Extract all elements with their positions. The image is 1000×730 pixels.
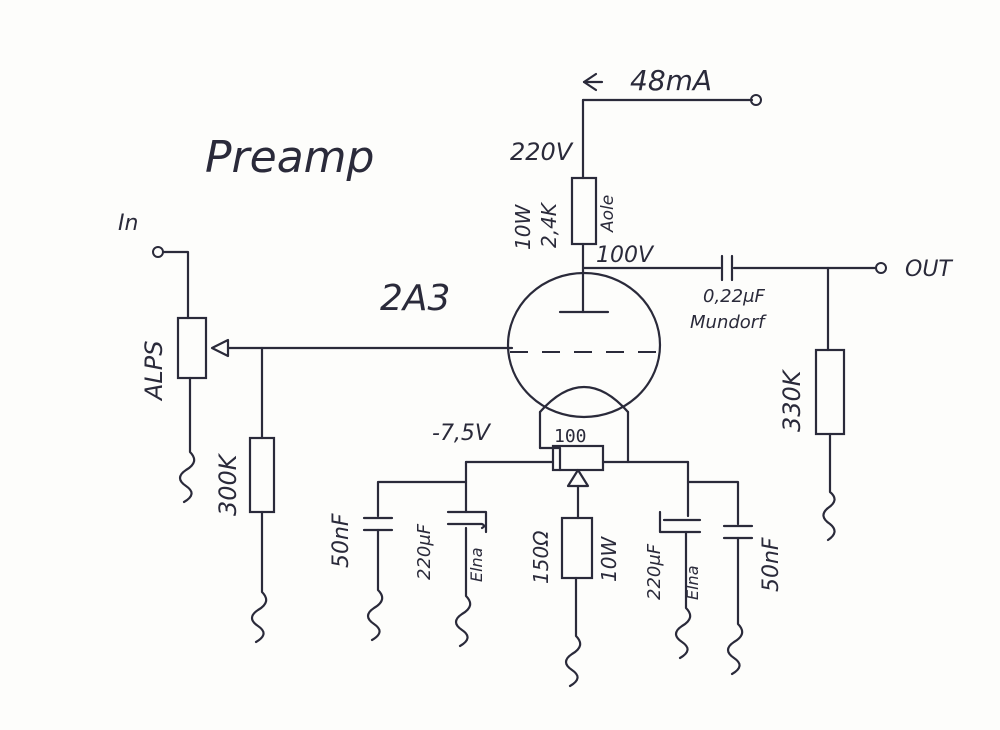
left-cap-branch-wire (376, 460, 468, 518)
right-film-capacitor (722, 524, 754, 540)
plate-res-brand-label: Aole (598, 195, 618, 233)
cap-left-film-label: 50nF (329, 513, 354, 568)
cap-right-film-label: 50nF (759, 537, 784, 592)
right-film-ground (726, 536, 744, 676)
plate-res-value-label: 2,4K (537, 201, 561, 248)
tube-label: 2A3 (380, 278, 450, 319)
coupling-cap-label: 0,22μF (703, 286, 766, 307)
plate-res-power-label: 10W (511, 204, 535, 250)
output-terminal (875, 262, 887, 274)
pot-wiper-arrow (210, 338, 230, 358)
left-film-ground (366, 528, 384, 642)
b-plus-terminal (750, 94, 762, 106)
input-wire (162, 250, 190, 320)
input-label: In (118, 211, 138, 236)
title-text: Preamp (205, 132, 374, 183)
input-terminal (152, 246, 164, 258)
cath-res-power-label: 10W (597, 536, 621, 582)
cathode-left-link (538, 446, 562, 472)
cath-res-ground (564, 576, 582, 688)
current-label: 48mA (630, 64, 712, 97)
hum-pot-label: 100 (554, 426, 587, 447)
right-cap-branch-wire (686, 460, 740, 526)
current-arrow-head (582, 72, 598, 92)
coupling-cap-brand-label: Mundorf (690, 312, 767, 333)
right-electrolytic-capacitor (658, 510, 702, 534)
left-elko-ground (454, 526, 472, 648)
pot-ground (178, 376, 196, 504)
plate-resistor (570, 176, 598, 246)
hum-pot-wiper-arrow (566, 468, 590, 488)
volume-potentiometer (176, 316, 208, 380)
grid-resistor (248, 436, 276, 514)
b-plus-label: 220V (510, 138, 574, 166)
bias-voltage-label: -7,5V (432, 421, 492, 446)
grid-resistor-label: 300K (214, 452, 242, 516)
output-res-ground (822, 432, 836, 542)
cap-right-elko-label: 220μF (644, 543, 665, 600)
cath-res-value-label: 150Ω (529, 530, 553, 584)
cap-left-elko-brand-label: Elna (467, 548, 486, 583)
right-elko-ground (674, 530, 692, 660)
coupling-capacitor (720, 254, 734, 282)
output-resistor (814, 348, 846, 436)
cathode-resistor (560, 516, 594, 580)
plate-voltage-label: 100V (596, 243, 655, 268)
output-resistor-label: 330K (778, 368, 806, 432)
tube-filament (538, 386, 630, 414)
cap-right-elko-brand-label: Elna (683, 566, 702, 601)
pot-label: ALPS (140, 341, 168, 403)
cap-left-elko-label: 220μF (414, 523, 435, 580)
left-electrolytic-capacitor (446, 510, 488, 534)
output-label: OUT (905, 257, 953, 282)
grid-res-ground (250, 510, 268, 644)
left-film-capacitor (362, 516, 394, 532)
tube-envelope (506, 271, 662, 419)
